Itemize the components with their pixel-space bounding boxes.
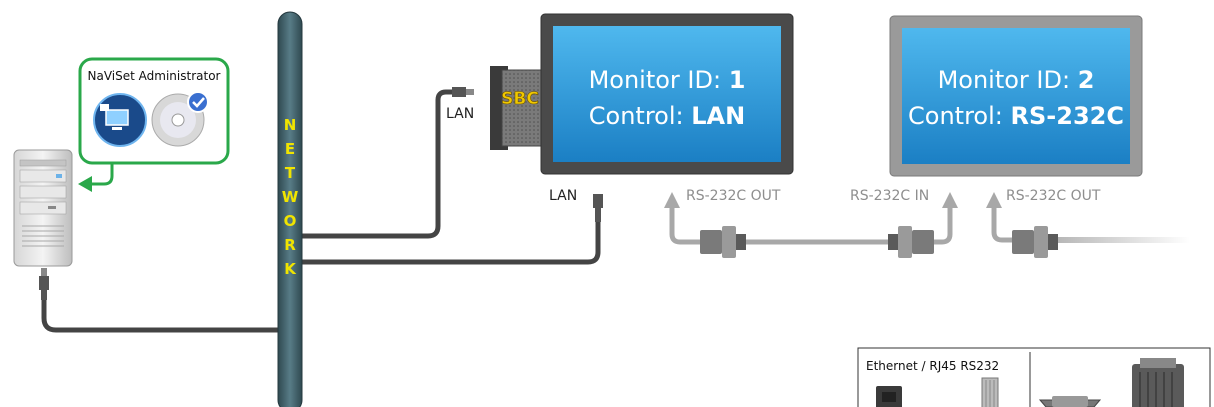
rs232-out-1-label: RS-232C OUT: [686, 188, 781, 204]
monitor-1-id-line: Monitor ID: 1: [589, 66, 746, 94]
db9-connector-icon: [1012, 226, 1058, 258]
checkmark-badge-icon: [187, 91, 209, 113]
network-letter: R: [284, 236, 296, 254]
ethernet-plug-icon: [39, 276, 49, 290]
sbc-lan-label: LAN: [446, 106, 474, 122]
network-backbone: N E T W O R K: [277, 11, 303, 407]
rs232-out-2-label: RS-232C OUT: [1006, 188, 1101, 204]
network-pole: [277, 11, 303, 407]
rs232-out-2-arrow-icon: [986, 192, 1002, 208]
rs232-in-2-label: RS-232C IN: [850, 188, 929, 204]
green-arrow: [92, 163, 114, 186]
monitor-1-screen: [553, 26, 781, 162]
rs232-cable-1-2: [669, 208, 953, 245]
sbc-module: [501, 69, 549, 147]
monitor-lan-cable: [300, 222, 601, 265]
monitor-1-control-line: Control: LAN: [589, 102, 745, 130]
rs232-cable-out: [991, 208, 1030, 243]
server: [13, 149, 73, 300]
network-letter: E: [285, 140, 295, 158]
network-letter: K: [284, 260, 297, 278]
db9-connector-icon: [700, 226, 746, 258]
green-arrow-head-icon: [78, 176, 92, 192]
rs232-out-1-arrow-icon: [664, 192, 680, 208]
monitor-lan-plug-icon: [593, 194, 603, 208]
monitor-2-id-line: Monitor ID: 2: [938, 66, 1095, 94]
legend-title: Ethernet / RJ45 RS232: [866, 359, 999, 373]
sbc-label: SBC: [501, 89, 539, 109]
monitor-1: SBC LAN Monitor ID: 1 Control: LAN LAN: [446, 13, 794, 222]
connector-legend: Ethernet / RJ45 RS232: [857, 347, 1211, 407]
naviset-admin-label: NaViSet Administrator: [88, 69, 221, 83]
network-cables: [41, 89, 601, 333]
monitor-2-screen: [902, 28, 1130, 164]
db9-connector-icon: [888, 226, 934, 258]
monitor-2: Monitor ID: 2 Control: RS-232C: [889, 15, 1143, 177]
naviset-admin-callout: NaViSet Administrator: [78, 57, 230, 192]
rs232-in-2-arrow-icon: [942, 192, 958, 208]
network-letter: N: [284, 116, 297, 134]
sbc-lan-plug-icon: [452, 87, 466, 97]
monitor-lan-label: LAN: [549, 188, 577, 204]
network-letter: T: [285, 164, 296, 182]
monitor-2-control-line: Control: RS-232C: [908, 102, 1124, 130]
server-network-cable: [41, 297, 281, 333]
db9-plug-icon: [1132, 364, 1184, 407]
network-letter: O: [284, 212, 297, 230]
sbc-lan-cable: [300, 89, 456, 239]
network-letter: W: [282, 188, 299, 206]
rs232-chain: RS-232C OUT RS-232C IN RS-232C OUT: [664, 188, 1190, 258]
